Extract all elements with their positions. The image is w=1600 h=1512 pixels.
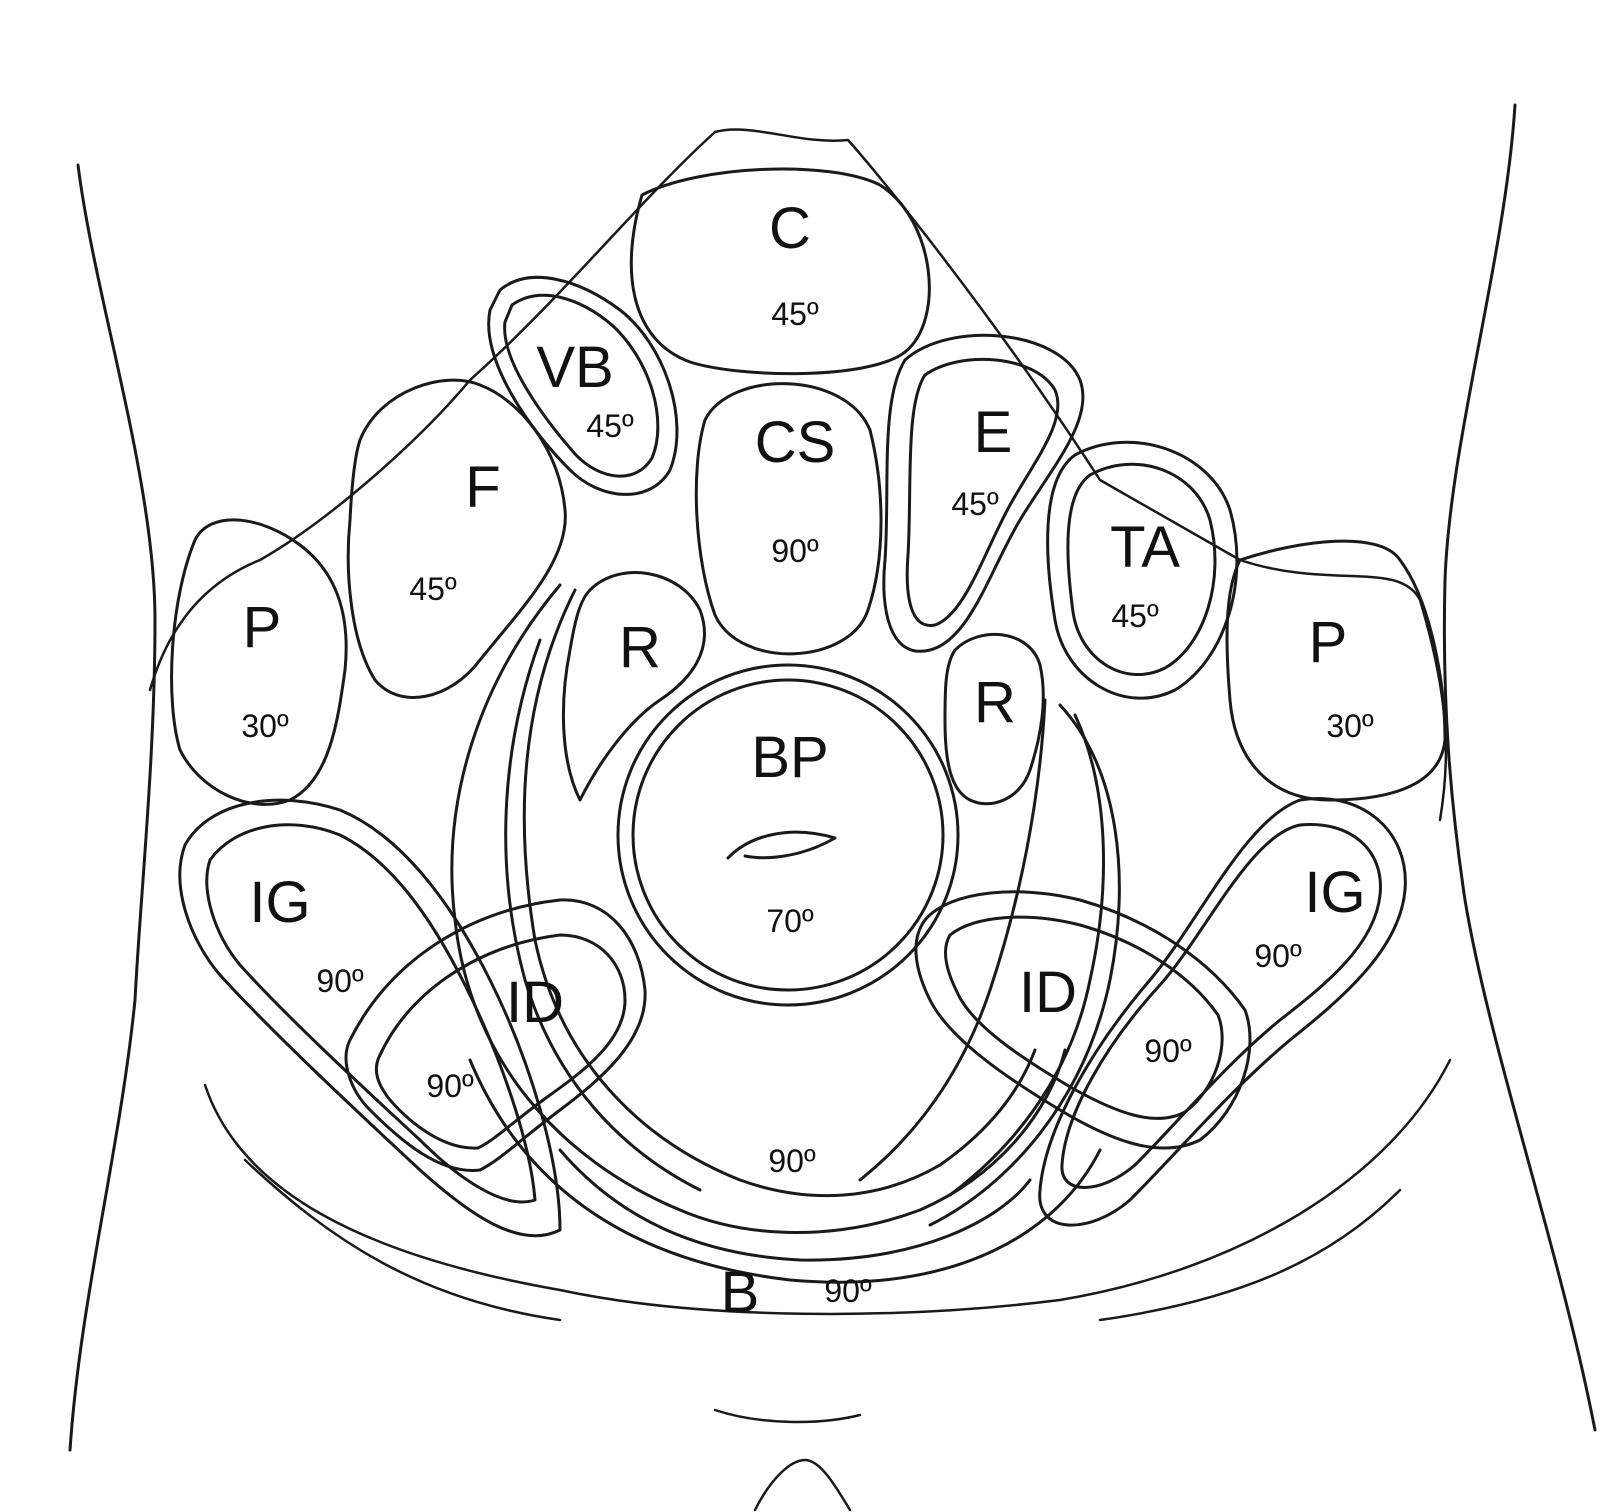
region-VB-outline-outer [487,275,679,496]
region-IG-right-code: IG [1304,860,1365,925]
region-IG-left-code: IG [249,870,310,935]
region-TA-code: TA [1110,515,1180,580]
region-F-angle: 45º [409,571,457,607]
region-VB: VB 45º [536,335,634,444]
region-R-right-outline [943,632,1045,806]
region-ID-left-angle: 90º [426,1068,474,1104]
region-R-left: R [619,615,661,680]
region-R-left-code: R [619,615,661,680]
region-TA: TA 45º [1110,515,1180,634]
region-IG-left: IG 90º [249,870,364,999]
region-lower-angle: 90º [768,1143,816,1179]
left-crescent-inner [522,588,1037,1198]
region-P-right: P 30º [1309,610,1374,744]
region-F: F 45º [409,455,500,607]
region-F-outline [346,378,567,699]
region-TA-angle: 45º [1111,598,1159,634]
region-E-outline-inner [905,357,1060,627]
region-CS: CS 90º [755,410,836,569]
region-R-right-code: R [974,670,1016,735]
region-VB-angle: 45º [586,408,634,444]
region-C-angle: 45º [771,296,819,332]
region-BP: BP 70º [751,725,828,939]
pubic-arc [713,1408,862,1424]
region-ID-left-code: ID [506,970,564,1035]
region-IG-right: IG 90º [1254,860,1365,974]
region-C-code: C [769,196,811,261]
pelvic-curve-upper [203,1058,1452,1316]
right-crescent-outer [928,703,1121,1227]
region-BP-code: BP [751,725,828,790]
region-R-right: R [974,670,1016,735]
left-crescent-inner-2 [504,638,702,1192]
region-IG-right-outline-outer [1038,797,1407,1227]
region-P-right-code: P [1309,610,1348,675]
region-B-outline-outer [468,1058,1102,1284]
region-B-outline-inner [558,1148,1032,1262]
region-E: E 45º [951,400,1012,522]
region-P-left-angle: 30º [241,708,289,744]
region-B-angle: 90º [824,1273,872,1309]
region-E-code: E [974,400,1013,465]
region-ID-right-outline-outer [914,890,1252,1150]
region-IG-left-outline-inner [205,823,537,1204]
right-crescent-inner [948,713,1105,1197]
region-IG-left-outline-outer [178,798,562,1238]
region-BP-outline-outer [616,663,960,1007]
region-E-outline-outer [882,333,1085,653]
groin-notch [753,1458,852,1512]
region-IG-right-angle: 90º [1254,938,1302,974]
region-IG-left-angle: 90º [316,963,364,999]
region-IG-right-outline-inner [1060,822,1382,1189]
pelvic-curve-lower [243,1158,1402,1322]
right-crescent-inner-2 [858,698,1047,1182]
region-C-outline [629,167,931,376]
region-E-angle: 45º [951,486,999,522]
region-P-right-angle: 30º [1326,708,1374,744]
region-ID-left-outline-outer [344,898,647,1172]
region-ID-left-outline-inner [374,933,627,1150]
region-P-left: P 30º [241,595,289,744]
region-ID-right-outline-inner [943,915,1224,1120]
region-P-right-outline [1225,539,1447,802]
region-B: B 90º [721,1260,872,1325]
region-B-code: B [721,1260,760,1325]
region-CS-angle: 90º [771,533,819,569]
region-ID-right-angle: 90º [1144,1033,1192,1069]
region-lower: 90º [768,1143,816,1179]
region-C: C 45º [769,196,819,332]
region-VB-outline-inner [503,293,660,478]
region-BP-angle: 70º [766,903,814,939]
torso-left-edge [68,163,157,1452]
region-ID-right: ID 90º [1019,960,1192,1069]
region-CS-outline [694,382,883,656]
stoma-mark [726,830,837,860]
region-R-left-outline [561,571,706,802]
left-crescent-outer [450,583,1067,1234]
region-TA-outline-outer [1046,440,1239,700]
torso-right-edge [1442,103,1597,1432]
region-VB-code: VB [536,335,613,400]
region-BP-outline-inner [631,678,945,992]
region-P-left-code: P [243,595,282,660]
region-CS-code: CS [755,410,836,475]
region-ID-right-code: ID [1019,960,1077,1025]
region-TA-outline-inner [1066,462,1217,677]
region-F-code: F [465,455,500,520]
region-P-left-outline [170,518,348,806]
region-ID-left: ID 90º [426,970,564,1104]
